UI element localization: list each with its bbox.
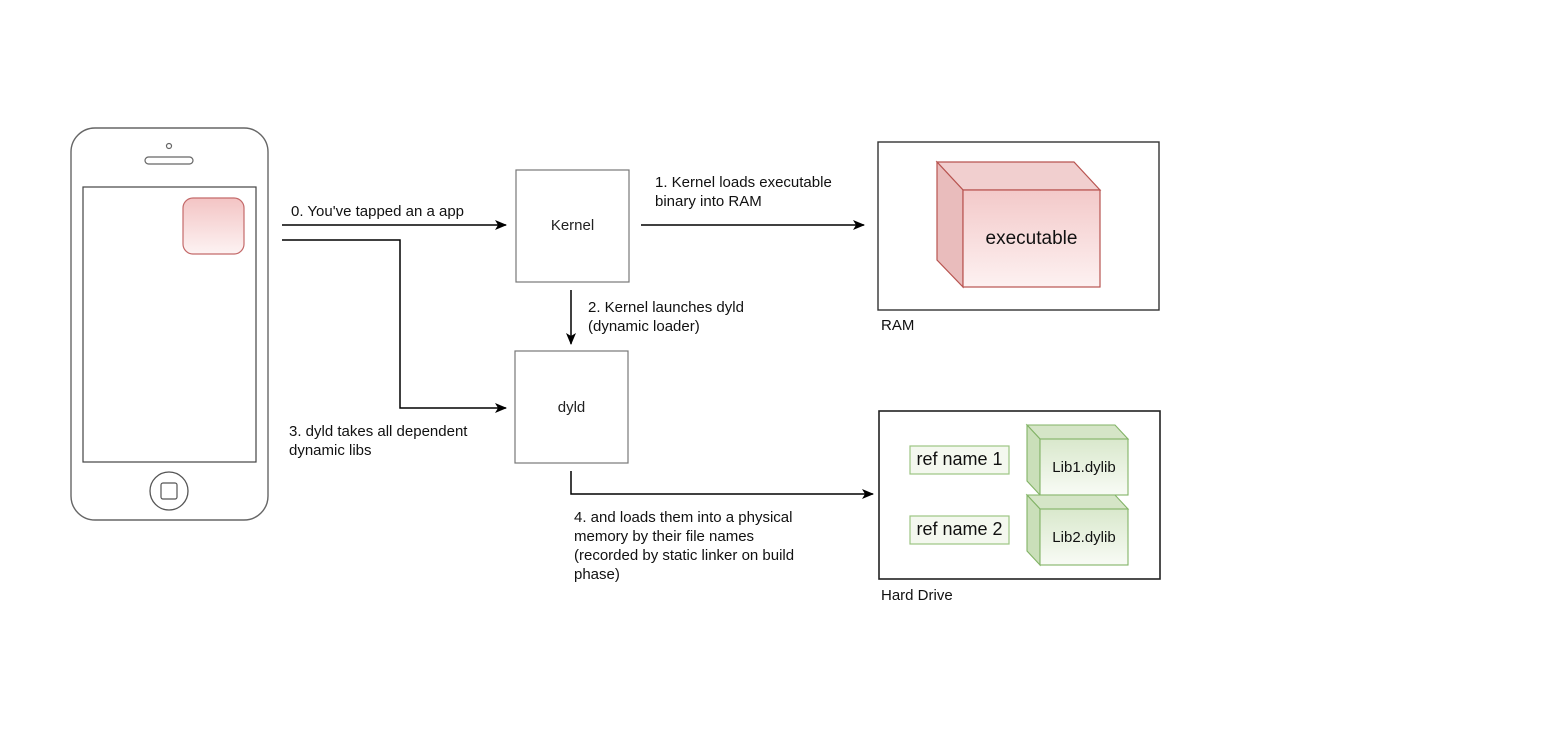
ram-label: RAM	[881, 317, 915, 334]
executable-cube	[935, 160, 1102, 289]
dyld-label: dyld	[557, 399, 586, 416]
kernel-label: Kernel	[550, 217, 595, 234]
step-4-label: 4. and loads them into a physical memory…	[574, 509, 795, 583]
arrow-app-to-dyld	[282, 239, 507, 413]
lib1-cube	[1025, 423, 1130, 497]
ref-name-1-box	[909, 445, 1010, 475]
ref-name-1-label: ref name 1	[916, 449, 1003, 469]
step-0-label: 0. You've tapped an a app	[291, 203, 465, 220]
lib2-label: Lib2.dylib	[1052, 529, 1116, 546]
home-button-icon[interactable]	[149, 471, 189, 511]
step-1-label: 1. Kernel loads executable binary into R…	[655, 174, 832, 210]
step-3-label: 3. dyld takes all dependent dynamic libs	[289, 423, 468, 459]
step-2-label: 2. Kernel launches dyld (dynamic loader)	[588, 299, 744, 335]
app-icon[interactable]	[182, 197, 245, 255]
kernel-box	[515, 169, 630, 283]
lib2-cube	[1025, 493, 1130, 567]
camera-icon	[165, 142, 173, 150]
executable-label: executable	[985, 228, 1078, 249]
hard-drive-label: Hard Drive	[881, 587, 953, 604]
dyld-box	[514, 350, 629, 464]
iphone-device	[70, 127, 269, 521]
speaker-icon	[144, 156, 194, 165]
arrow-dyld-to-hard-drive	[570, 471, 874, 499]
ref-name-2-label: ref name 2	[916, 519, 1003, 539]
lib1-label: Lib1.dylib	[1052, 459, 1116, 476]
ref-name-2-box	[909, 515, 1010, 545]
